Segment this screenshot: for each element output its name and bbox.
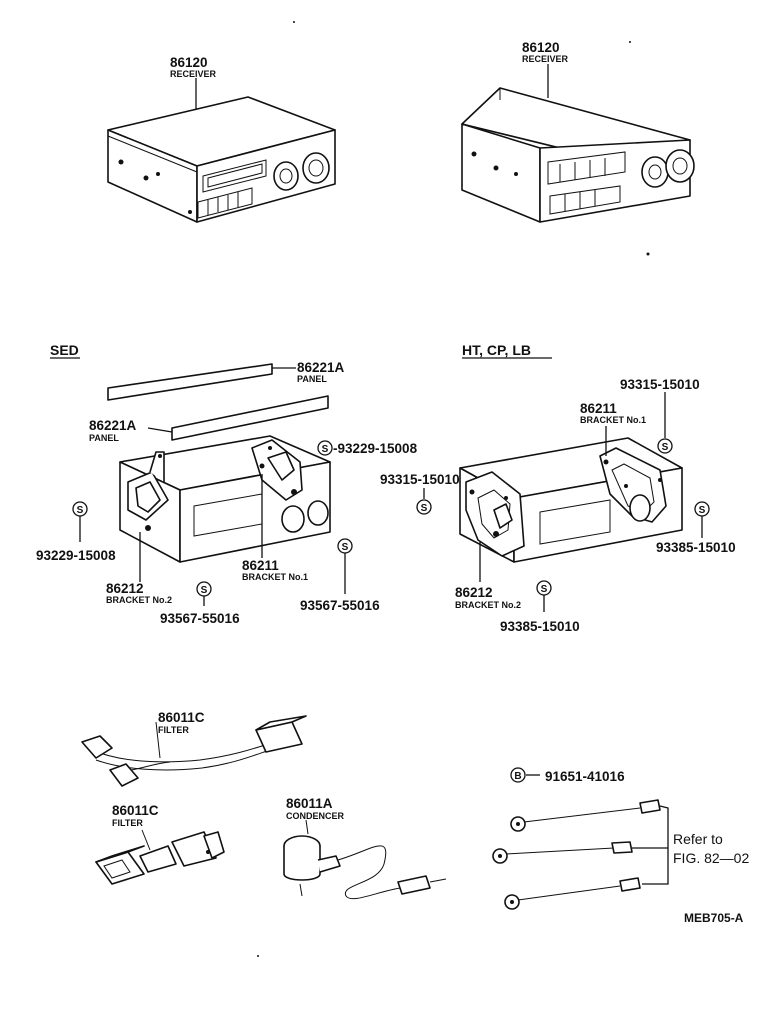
- section-label-sed: SED: [50, 342, 79, 358]
- s-symbol: S: [657, 438, 673, 454]
- part-number-sed-bracket1: 86211: [242, 558, 279, 573]
- sed-panels-illustration: [107, 363, 329, 441]
- refer-bracket-line: [642, 805, 669, 885]
- svg-text:S: S: [77, 505, 84, 516]
- part-number-receiver-left: 86120: [170, 55, 208, 70]
- b-symbol: B: [510, 767, 526, 783]
- svg-text:S: S: [662, 442, 669, 453]
- s-symbol: S: [536, 580, 552, 596]
- part-name-ht-bracket1: BRACKET No.1: [580, 415, 646, 425]
- svg-text:S: S: [541, 584, 548, 595]
- part-name-filter-bottom: FILTER: [112, 818, 143, 828]
- part-number-panel-top: 86221A: [297, 360, 345, 375]
- svg-text:S: S: [421, 503, 428, 514]
- part-name-sed-bracket1: BRACKET No.1: [242, 572, 308, 582]
- part-name-ht-bracket2: BRACKET No.2: [455, 600, 521, 610]
- s-symbol: S: [72, 501, 88, 517]
- svg-text:B: B: [514, 771, 521, 782]
- part-number-filter-bottom: 86011C: [112, 803, 159, 818]
- ground-wires-illustration: [492, 799, 661, 910]
- part-number-sed-screw-top: -93229-15008: [333, 441, 418, 456]
- part-name-condenser: CONDENCER: [286, 811, 345, 821]
- part-number-ht-screw-right: 93385-15010: [656, 540, 736, 555]
- part-number-receiver-right: 86120: [522, 40, 560, 55]
- part-name-receiver-left: RECEIVER: [170, 69, 217, 79]
- part-number-sed-bolt-right: 93567-55016: [300, 598, 380, 613]
- filter-bottom-illustration: [95, 829, 225, 885]
- section-label-ht: HT, CP, LB: [462, 342, 531, 358]
- ht-bracket-assembly-illustration: [459, 437, 683, 563]
- part-number-sed-bracket2: 86212: [106, 581, 144, 596]
- s-symbol: S: [337, 538, 353, 554]
- part-number-panel-bottom: 86221A: [89, 418, 137, 433]
- part-number-sed-screw-left: 93229-15008: [36, 548, 116, 563]
- receiver-left-illustration: [107, 96, 336, 223]
- sed-bracket-assembly-illustration: [119, 435, 331, 563]
- svg-text:S: S: [699, 505, 706, 516]
- part-number-ht-bracket2: 86212: [455, 585, 493, 600]
- part-number-ht-screw-bottom: 93385-15010: [500, 619, 580, 634]
- s-symbol: S: [196, 581, 212, 597]
- diagram-code: MEB705-A: [684, 911, 744, 925]
- svg-text:S: S: [342, 542, 349, 553]
- reference-line-2: FIG. 82—02: [673, 850, 749, 866]
- svg-text:S: S: [322, 444, 329, 455]
- part-number-sed-bolt-bottom: 93567-55016: [160, 611, 240, 626]
- part-name-receiver-right: RECEIVER: [522, 54, 569, 64]
- receiver-right-illustration: [461, 87, 695, 256]
- part-number-filter-top: 86011C: [158, 710, 205, 725]
- s-symbol: S: [416, 499, 432, 515]
- part-number-condenser: 86011A: [286, 796, 333, 811]
- reference-line-1: Refer to: [673, 831, 723, 847]
- s-symbol: S: [694, 501, 710, 517]
- part-name-panel-top: PANEL: [297, 374, 327, 384]
- part-name-sed-bracket2: BRACKET No.2: [106, 595, 172, 605]
- part-number-ht-screw-top: 93315-15010: [620, 377, 700, 392]
- part-name-filter-top: FILTER: [158, 725, 189, 735]
- part-number-ht-bracket1: 86211: [580, 401, 617, 416]
- part-number-bolt-wire: 91651-41016: [545, 769, 625, 784]
- part-number-ht-screw-left: 93315-15010: [380, 472, 460, 487]
- condenser-illustration: [283, 819, 447, 900]
- part-name-panel-bottom: PANEL: [89, 433, 119, 443]
- filter-top-illustration: [81, 715, 307, 787]
- svg-text:S: S: [201, 585, 208, 596]
- s-symbol: S: [317, 440, 333, 456]
